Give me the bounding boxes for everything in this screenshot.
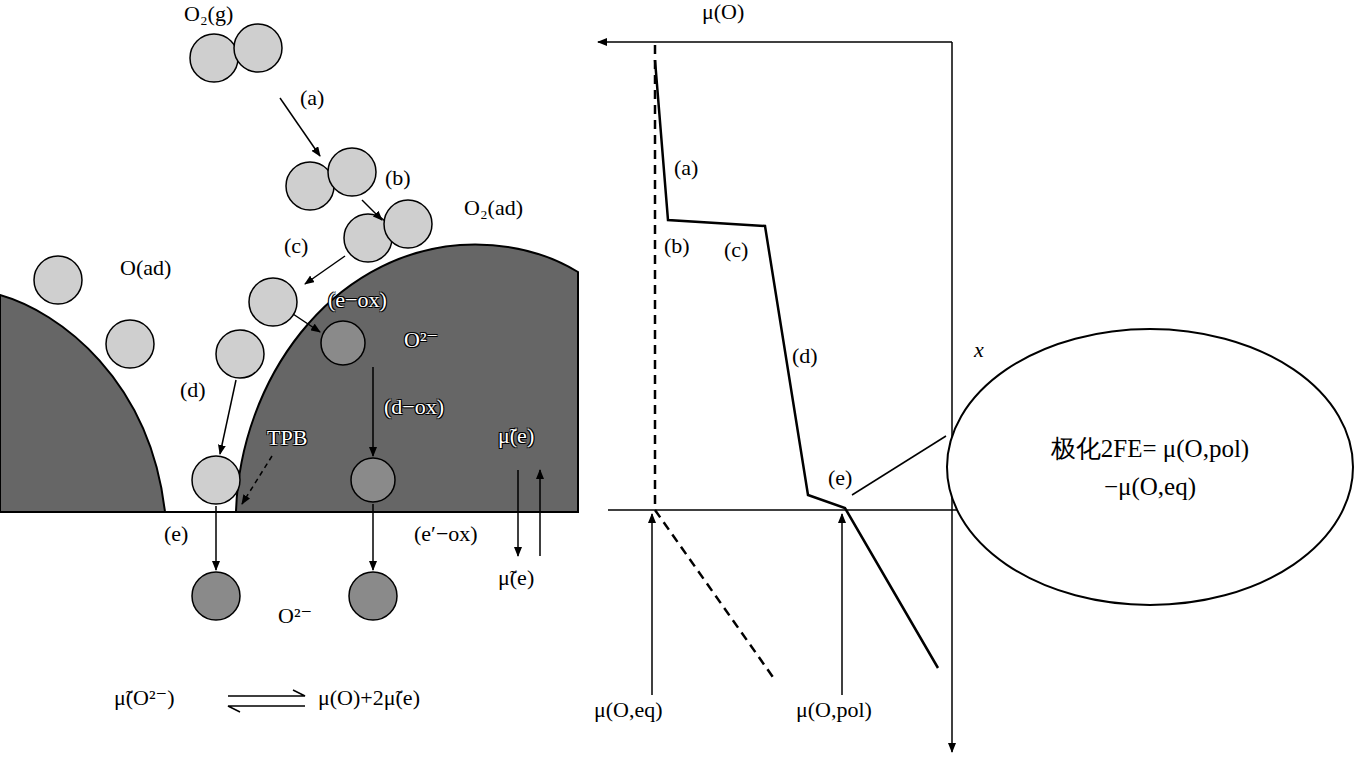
equilibrium-curve [655, 45, 775, 680]
species-label: O₂(ad) [462, 196, 525, 220]
drawing-part [654, 45, 657, 510]
step-label: (e) [826, 466, 854, 490]
value-label: μ(O,pol) [794, 698, 874, 722]
equation-term: μ(O)+2μ̃(e) [316, 686, 422, 710]
species-label: O²⁻ [402, 328, 440, 352]
ellipse-shape [947, 329, 1353, 605]
drawing-part [293, 314, 320, 332]
step-label: (e) [162, 522, 190, 546]
oxide-ions [192, 321, 397, 620]
graph-axes [598, 42, 988, 752]
species-label: O²⁻ [276, 604, 314, 628]
drawing-part [0, 295, 165, 512]
oxygen-atoms [34, 24, 432, 504]
drawing-part [598, 41, 952, 43]
electrolyte-surface [0, 511, 578, 513]
drawing-part [234, 24, 282, 72]
drawing-part [228, 706, 305, 712]
drawing-part [539, 470, 541, 556]
drawing-part [192, 572, 240, 620]
drawing-part [372, 367, 374, 456]
ellipse-text-wrap: 极化2FE= μ(O,pol)−μ(O,eq) [1023, 430, 1277, 505]
drawing-part [220, 380, 236, 454]
drawing-part [215, 506, 217, 570]
drawing-part [655, 510, 775, 680]
drawing-part [286, 162, 334, 210]
drawing-part [192, 456, 240, 504]
drawing-part [236, 245, 578, 512]
drawing-part [34, 256, 82, 304]
drawing-part [372, 504, 374, 570]
drawing-part [362, 200, 382, 220]
drawing-part [190, 34, 238, 82]
drawing-part [384, 200, 432, 248]
drawing-part [249, 278, 297, 326]
drawing-part [349, 572, 397, 620]
drawing-part [651, 514, 653, 695]
drawing-part [228, 690, 305, 696]
drawing-part [106, 320, 154, 368]
step-label: (d) [178, 378, 208, 402]
drawing-part [608, 509, 988, 511]
step-label: (d) [790, 344, 820, 368]
formula-text: 极化2FE= μ(O,pol)−μ(O,eq) [1023, 430, 1277, 505]
drawing-part [517, 470, 519, 556]
potential-label: μ̃(e) [496, 566, 536, 590]
species-label: O(ad) [118, 256, 173, 280]
step-label: (b) [662, 234, 692, 258]
drawing-part [351, 458, 395, 502]
value-pointers [652, 514, 842, 695]
gas-species: O₂(g) [182, 2, 235, 26]
potential-label: μ̃(e) [496, 424, 536, 448]
equilibrium-arrows [228, 690, 305, 712]
step-label: (b) [383, 166, 413, 190]
step-label: (e−ox) [326, 288, 389, 312]
axis-label: x [972, 338, 986, 362]
drawing-part [216, 330, 264, 378]
step-label: (c) [722, 238, 750, 262]
step-label: (c) [282, 234, 310, 258]
electrode-grains [0, 245, 578, 512]
ellipse-outline [945, 327, 1355, 607]
equation-term: μ̃(O²⁻) [112, 686, 177, 710]
value-label: μ(O,eq) [592, 698, 665, 722]
tpb-label: TPB [265, 426, 309, 450]
drawing-part [328, 148, 376, 196]
step-label: (e′−ox) [412, 522, 480, 546]
step-label: (d−ox) [382, 395, 446, 419]
drawing-part [321, 321, 365, 365]
drawing-part [841, 514, 843, 695]
step-label: (a) [298, 86, 326, 110]
drawing-part [951, 42, 953, 752]
step-arrows [216, 98, 540, 570]
polarization-curve [655, 60, 938, 668]
step-label: (a) [672, 156, 700, 180]
polarization-ellipse: 极化2FE= μ(O,pol)−μ(O,eq) [945, 327, 1355, 607]
drawing-part [305, 256, 345, 284]
leader-line [852, 436, 946, 495]
tpb-pointer [242, 456, 272, 504]
axis-label: μ(O) [700, 0, 746, 24]
